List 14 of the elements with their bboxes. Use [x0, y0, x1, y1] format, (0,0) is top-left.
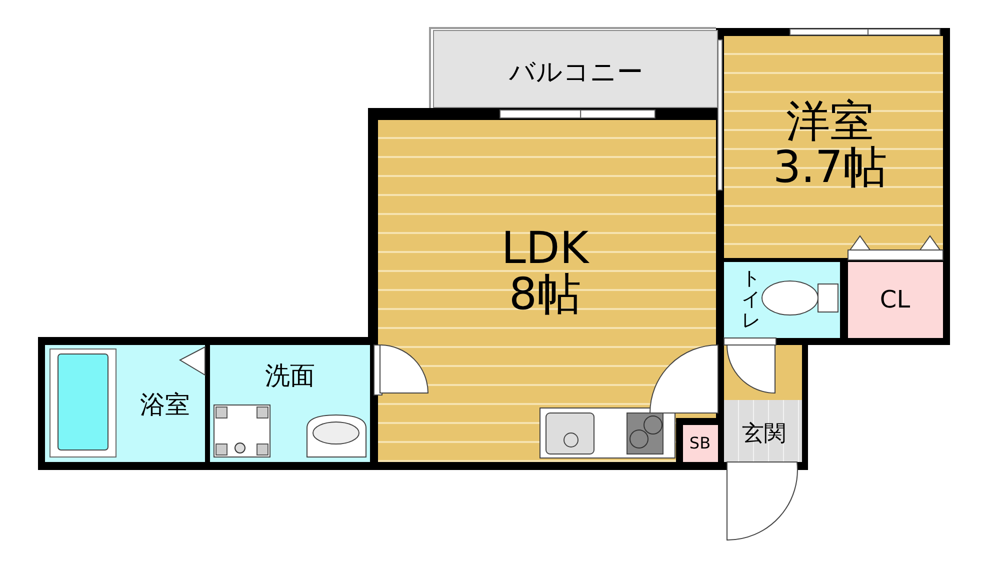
room-label: 玄関: [742, 422, 786, 446]
room-label: LDK 8帖: [500, 226, 590, 318]
room-label: トイレ: [742, 268, 760, 332]
room-label: バルコニー: [509, 59, 643, 87]
shoe-box: [683, 425, 718, 462]
entrance: [724, 400, 802, 462]
room-label: 洋室 3.7帖: [772, 98, 888, 192]
closet: [848, 262, 943, 338]
room-label: CL: [880, 287, 910, 313]
room-label: SB: [689, 436, 711, 452]
bedroom: [724, 36, 943, 258]
living-dining-kitchen-room: [378, 120, 676, 462]
room-label: 洗面: [265, 362, 315, 390]
room-label: 浴室: [140, 392, 190, 418]
